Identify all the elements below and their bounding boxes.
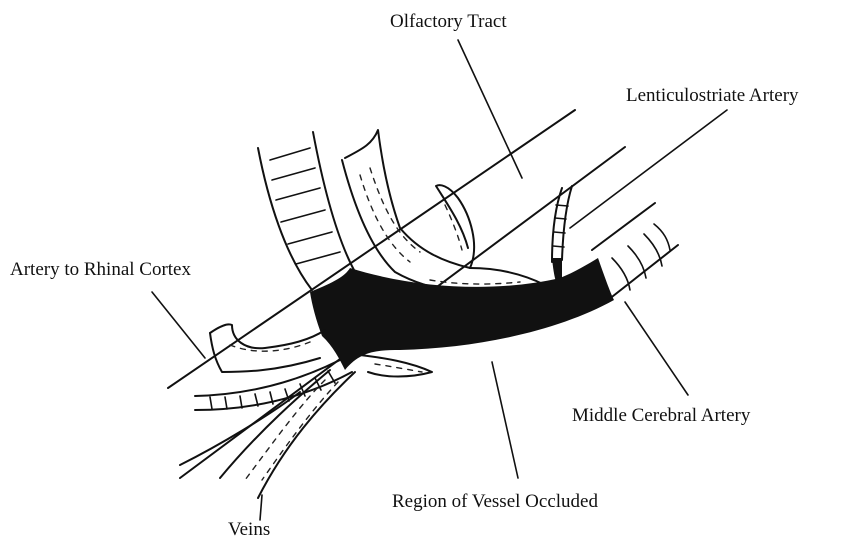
label-olfactory-tract: Olfactory Tract	[390, 12, 507, 31]
occluded-region	[310, 258, 614, 370]
leader-olfactory-tract	[458, 40, 522, 178]
label-artery-to-rhinal-cortex: Artery to Rhinal Cortex	[10, 260, 191, 279]
leader-lines	[152, 40, 727, 520]
leader-middle-cerebral	[625, 302, 688, 395]
label-veins: Veins	[228, 520, 270, 539]
leader-veins	[260, 495, 262, 520]
lenticulostriate-vessel	[552, 186, 572, 282]
leader-rhinal-cortex	[152, 292, 205, 358]
vein-branch-upper	[342, 130, 545, 293]
veins-lower	[180, 324, 432, 498]
label-lenticulostriate-artery: Lenticulostriate Artery	[626, 86, 799, 105]
large-vein	[258, 132, 355, 290]
label-region-of-vessel-occluded: Region of Vessel Occluded	[392, 492, 598, 511]
label-middle-cerebral-artery: Middle Cerebral Artery	[572, 406, 750, 425]
leader-lenticulostriate	[570, 110, 727, 228]
leader-occluded	[492, 362, 518, 478]
